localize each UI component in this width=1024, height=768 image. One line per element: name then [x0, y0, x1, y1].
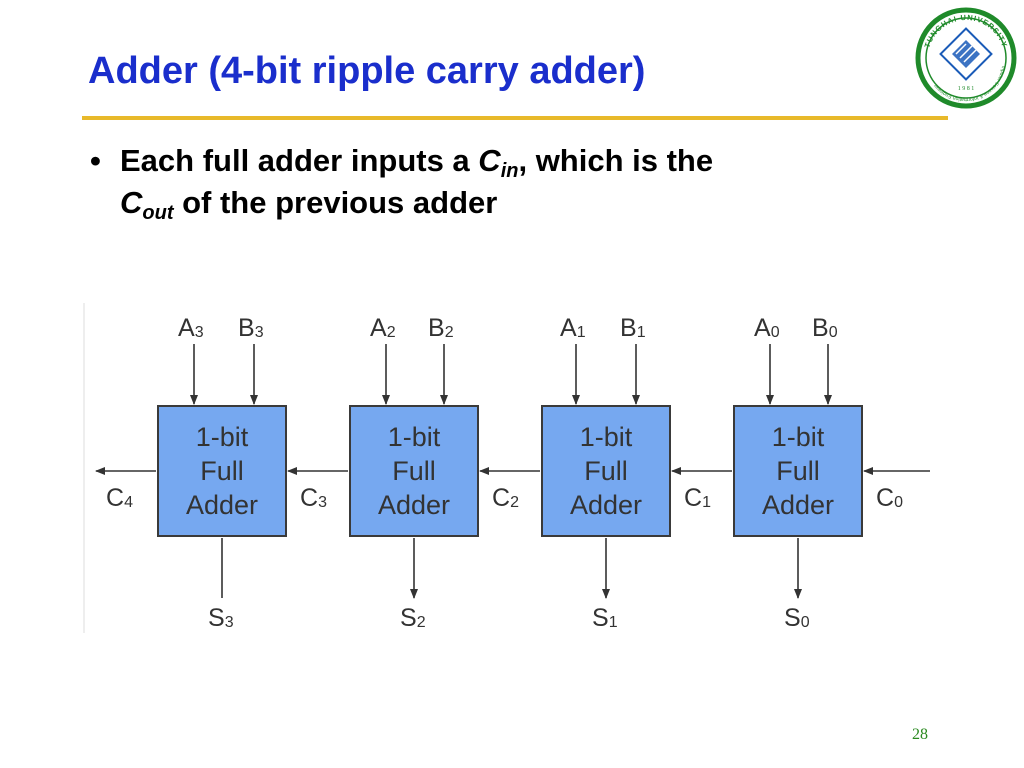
adder-label-line2: Full — [776, 456, 820, 486]
input-b-label: B2 — [428, 314, 454, 342]
input-b-label: B0 — [812, 314, 838, 342]
full-adder-1: 1-bit Full Adder A1 B1 S1 — [541, 314, 671, 632]
adder-label-line1: 1-bit — [196, 422, 249, 452]
bullet-marker: • — [90, 143, 101, 178]
university-logo: TUNGHAI UNIVERSITY Computer Science & In… — [914, 6, 1017, 109]
full-adder-0: 1-bit Full Adder A0 B0 S0 — [733, 314, 863, 632]
logo-inner-ring — [925, 17, 1007, 99]
input-b-label: B1 — [620, 314, 646, 342]
adder-box — [733, 405, 863, 537]
adder-label-line1: 1-bit — [772, 422, 825, 452]
full-adder-2: 1-bit Full Adder A2 B2 S2 — [349, 314, 479, 632]
adder-label-line2: Full — [200, 456, 244, 486]
adder-label-line1: 1-bit — [580, 422, 633, 452]
input-a-label: A0 — [754, 314, 780, 342]
adder-label-line3: Adder — [378, 490, 450, 520]
adder-label-line1: 1-bit — [388, 422, 441, 452]
sum-label: S1 — [592, 604, 618, 632]
input-b-label: B3 — [238, 314, 264, 342]
bullet-item: • Each full adder inputs a Cin, which is… — [88, 140, 908, 224]
bullet-text-part1: Each full adder inputs a — [120, 143, 479, 178]
carry-label-c4: C4 — [106, 484, 133, 512]
carry-label-c2: C2 — [492, 484, 519, 512]
carry-label-c0: C0 — [876, 484, 903, 512]
adder-label-line3: Adder — [762, 490, 834, 520]
carry-label-c3: C3 — [300, 484, 327, 512]
bullet-text-part2: , which is the — [518, 143, 714, 178]
adder-label-line3: Adder — [186, 490, 258, 520]
input-a-label: A2 — [370, 314, 396, 342]
cout-symbol: C — [120, 185, 143, 220]
input-a-label: A1 — [560, 314, 586, 342]
title-underline — [82, 116, 948, 120]
adder-label-line2: Full — [584, 456, 628, 486]
university-seal-icon — [939, 27, 993, 81]
sum-label: S3 — [208, 604, 234, 632]
adder-box — [349, 405, 479, 537]
bullet-list: • Each full adder inputs a Cin, which is… — [88, 140, 908, 224]
sum-label: S2 — [400, 604, 426, 632]
full-adder-3: 1-bit Full Adder A3 B3 S3 — [157, 314, 287, 632]
slide-title: Adder (4-bit ripple carry adder) — [88, 50, 646, 92]
cout-subscript: out — [142, 202, 174, 224]
adder-box — [157, 405, 287, 537]
carry-label-c1: C1 — [684, 484, 711, 512]
logo-year: 1 9 8 1 — [958, 86, 975, 92]
input-a-label: A3 — [178, 314, 204, 342]
bullet-text-part3: of the previous adder — [173, 185, 498, 220]
adder-label-line3: Adder — [570, 490, 642, 520]
adder-label-line2: Full — [392, 456, 436, 486]
cin-symbol: C — [478, 143, 501, 178]
adder-box — [541, 405, 671, 537]
page-number: 28 — [912, 726, 928, 743]
sum-label: S0 — [784, 604, 810, 632]
cin-subscript: in — [500, 160, 519, 182]
